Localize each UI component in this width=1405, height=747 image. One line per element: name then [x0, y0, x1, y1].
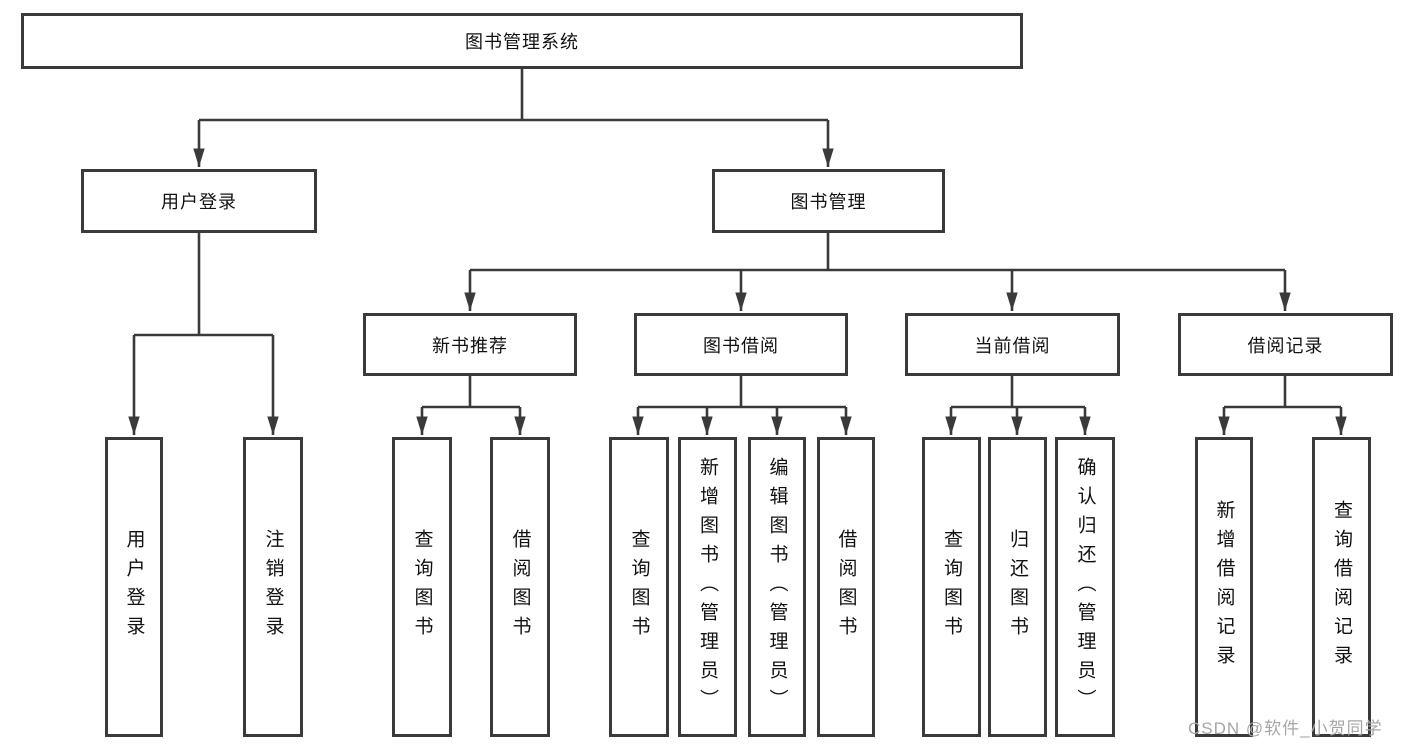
leaf-label: 用户登录: [123, 529, 145, 645]
leaf-label: 查询图书: [628, 529, 650, 645]
leaf-label: 新增借阅记录: [1213, 500, 1235, 674]
node-label: 借阅记录: [1247, 335, 1324, 356]
leaf-borrow-books-recommend: 借阅图书: [490, 437, 550, 737]
leaf-label: 查询图书: [411, 529, 433, 645]
leaf-label: 借阅图书: [835, 529, 857, 645]
node-user-login: 用户登录: [81, 169, 317, 233]
leaf-label: 注销登录: [262, 529, 284, 645]
node-label: 用户登录: [161, 192, 237, 212]
leaf-add-books-admin: 新增图书（管理员）: [678, 437, 737, 737]
leaf-label: 确认归还（管理员）: [1074, 456, 1096, 718]
leaf-query-borrow-record: 查询借阅记录: [1312, 437, 1371, 737]
node-label: 图书借阅: [703, 335, 779, 356]
node-library-management-system: 图书管理系统: [21, 13, 1023, 69]
node-book-borrow: 图书借阅: [634, 313, 848, 376]
node-borrow-records: 借阅记录: [1178, 313, 1393, 376]
node-book-management: 图书管理: [712, 169, 945, 233]
csdn-watermark: CSDN @软件_小贺同学: [1188, 719, 1383, 738]
node-current-borrow: 当前借阅: [905, 313, 1120, 376]
leaf-logout: 注销登录: [243, 437, 303, 737]
leaf-label: 查询借阅记录: [1331, 500, 1352, 674]
node-label: 图书管理系统: [465, 32, 579, 52]
leaf-edit-books-admin: 编辑图书（管理员）: [748, 437, 806, 737]
leaf-label: 新增图书（管理员）: [697, 456, 718, 718]
node-label: 新书推荐: [432, 335, 508, 356]
leaf-label: 归还图书: [1007, 529, 1028, 645]
leaf-query-books-current: 查询图书: [922, 437, 981, 737]
leaf-query-books-borrow: 查询图书: [609, 437, 669, 737]
leaf-confirm-return-admin: 确认归还（管理员）: [1055, 437, 1115, 737]
leaf-label: 借阅图书: [509, 529, 531, 645]
node-label: 图书管理: [790, 192, 867, 212]
leaf-query-books-recommend: 查询图书: [392, 437, 452, 737]
leaf-return-books: 归还图书: [988, 437, 1047, 737]
leaf-label: 查询图书: [941, 529, 962, 645]
leaf-user-login: 用户登录: [105, 437, 163, 737]
node-label: 当前借阅: [974, 335, 1051, 356]
leaf-borrow-books: 借阅图书: [817, 437, 875, 737]
leaf-add-borrow-record: 新增借阅记录: [1195, 437, 1253, 737]
node-new-book-recommend: 新书推荐: [363, 313, 577, 376]
leaf-label: 编辑图书（管理员）: [766, 456, 788, 718]
